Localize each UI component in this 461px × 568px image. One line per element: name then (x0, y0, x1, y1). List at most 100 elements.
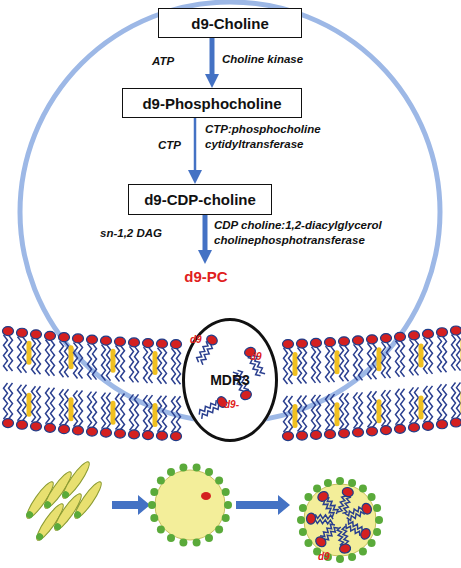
bile-salt-head (157, 525, 165, 533)
micelle-lipid (316, 490, 340, 518)
lipid-head (306, 513, 316, 524)
lipid-tail (396, 341, 400, 377)
cholesterol (111, 349, 116, 373)
lipid-head (423, 421, 434, 430)
lipid-tail (396, 389, 400, 425)
lipid-tail (331, 394, 335, 430)
lipid-head (367, 335, 378, 344)
lipid-head (73, 426, 84, 435)
lipid-tail (424, 338, 428, 374)
lipid-tail (284, 396, 288, 432)
lipid-tail (429, 338, 433, 374)
bile-salt-head (299, 528, 307, 536)
lipid-head (143, 339, 154, 348)
lipid-tail (60, 389, 64, 425)
lipid-tail (452, 335, 456, 371)
lipid-head (129, 430, 140, 439)
lipid-tail (373, 343, 377, 379)
bile-salt-head (35, 532, 45, 542)
lipid-tail (4, 335, 8, 371)
lipid-head (297, 431, 308, 440)
lipid-tail (88, 392, 92, 428)
lipid-tail (303, 396, 307, 432)
lipid-tail (424, 386, 428, 422)
lipid-tail (443, 336, 447, 372)
transporter-fill (182, 318, 278, 442)
lipid-head (31, 330, 42, 339)
lipid-tail (346, 519, 364, 531)
lipid-tail (79, 342, 83, 378)
transported-lipids (194, 333, 266, 419)
enzyme-label: Choline kinase (222, 52, 372, 67)
lipid-tail (199, 344, 213, 365)
node-text: d9-Phosphocholine (142, 95, 281, 112)
lipid-head (17, 420, 28, 429)
lipid-head (437, 420, 448, 429)
lipid-head (325, 430, 336, 439)
bile-salt-head (373, 528, 381, 536)
lipid-tail (107, 393, 111, 429)
node-text: d9-Choline (191, 15, 269, 32)
lipid-tail (130, 346, 134, 382)
lipid-tail (93, 344, 97, 380)
cholesterol (335, 350, 340, 374)
reaction-arrow (194, 118, 197, 176)
bile-salt-head (167, 468, 175, 476)
lipid-head (353, 336, 364, 345)
lipid-tail (429, 386, 433, 422)
lipid-tail (359, 392, 363, 428)
micelle-lipid (314, 522, 340, 549)
lipid-tail (149, 347, 153, 383)
lipid-tail (359, 344, 363, 380)
bile-salt-head (53, 522, 63, 532)
bile-salt-head (25, 510, 35, 520)
cholesterol (377, 347, 382, 371)
lipid-tail (443, 384, 447, 420)
bile-salt-head (193, 464, 201, 472)
lipid-tail (46, 340, 50, 376)
bile-salt-head (215, 525, 223, 533)
lipid-tail (303, 348, 307, 384)
micelle-lipid (336, 526, 351, 554)
lipid-tail (382, 390, 386, 426)
lipid-tail (401, 389, 405, 425)
lipid-tail (18, 337, 22, 373)
lipid-tail (74, 390, 78, 426)
micelle-lipid (344, 519, 373, 541)
lipid-tail (326, 346, 330, 382)
bile-salt-head (304, 539, 312, 547)
bile-salt-head (179, 538, 187, 546)
bile-salt-head (313, 484, 321, 492)
cholesterol (153, 403, 158, 427)
lipid-tail (298, 396, 302, 432)
lipid-tail (284, 348, 288, 384)
lipid-tail (93, 392, 97, 428)
lipid-tail (315, 514, 333, 519)
bile-salt-head (193, 538, 201, 546)
lipid-head (157, 431, 168, 440)
flipped-lipid (197, 395, 229, 420)
lipid-tail (32, 338, 36, 374)
lipid-head (353, 428, 364, 437)
bile-salt-head (299, 504, 307, 512)
lipid-tail (315, 519, 333, 524)
bile-salt (71, 479, 104, 521)
lipid-tail (158, 348, 162, 384)
bile-salt-head (336, 555, 344, 563)
lipid-head (339, 543, 351, 554)
lipid-head (45, 423, 56, 432)
lipid-tail (410, 339, 414, 375)
bile-salt-head (73, 510, 83, 520)
lipid-tail (368, 343, 372, 379)
lipid-tail (340, 345, 344, 381)
lipid-tail (326, 394, 330, 430)
isotope-tag: d9- (224, 398, 239, 411)
lipid-head (3, 327, 14, 336)
cholesterol (293, 352, 298, 376)
lipid-tail (65, 389, 69, 425)
lipid-tail (289, 396, 293, 432)
cholesterol (27, 393, 32, 417)
lipid-tail (23, 337, 27, 373)
bile-salt-body (71, 479, 104, 521)
lipid-head (360, 502, 373, 516)
